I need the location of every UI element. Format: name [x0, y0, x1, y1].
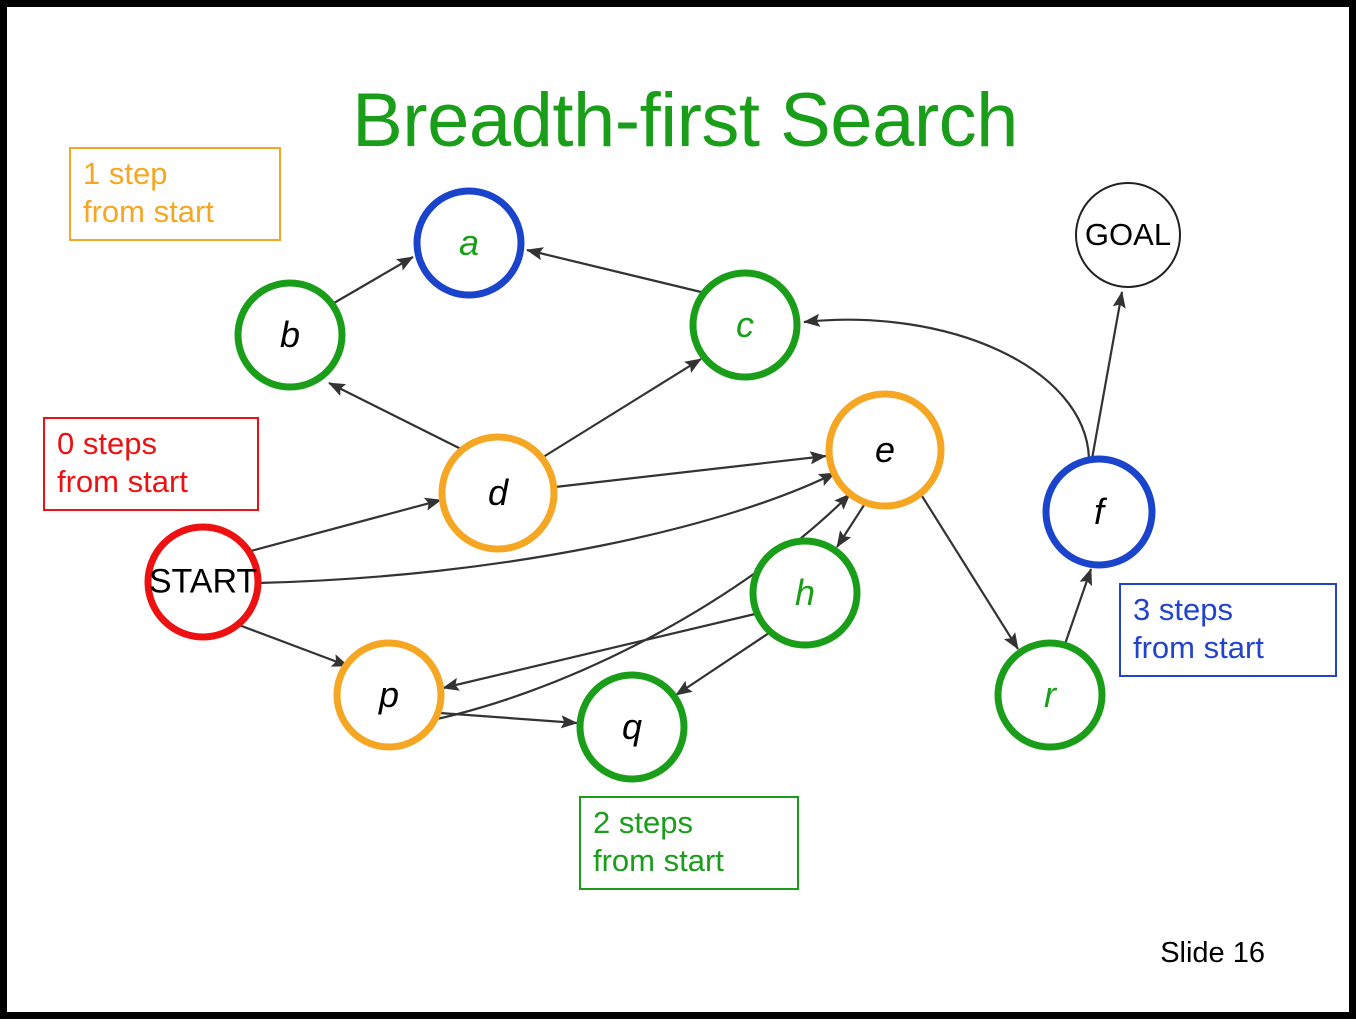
- edge-h-q: [675, 632, 770, 696]
- node-b[interactable]: [234, 279, 346, 391]
- edge-r-f: [1063, 568, 1093, 645]
- edge-f-goal: [1090, 291, 1126, 460]
- edge-f-c: [803, 313, 1091, 459]
- legend-3-steps: 3 steps from start: [1119, 583, 1337, 677]
- nodes-layer: [144, 182, 1181, 783]
- legend-1-step: 1 step from start: [69, 147, 281, 241]
- node-r[interactable]: [994, 639, 1106, 751]
- node-d[interactable]: [438, 433, 558, 553]
- edge-h-p: [442, 612, 756, 691]
- node-c[interactable]: [689, 269, 801, 381]
- node-p[interactable]: [333, 639, 445, 751]
- edge-e-h: [836, 501, 867, 548]
- node-h[interactable]: [749, 537, 861, 649]
- edge-e-r: [921, 495, 1019, 650]
- edge-d-c: [539, 358, 702, 460]
- legend-2-steps: 2 steps from start: [579, 796, 799, 890]
- node-start[interactable]: [144, 523, 262, 641]
- edge-d-b: [328, 382, 464, 451]
- page-title: Breadth-first Search: [352, 78, 1018, 163]
- slide-number: Slide 16: [1160, 937, 1265, 969]
- edge-p-q: [439, 711, 578, 729]
- edge-q-e: [406, 493, 851, 727]
- graph-svg: [144, 182, 1181, 783]
- edges-layer: [238, 247, 1126, 729]
- node-q[interactable]: [576, 671, 688, 783]
- node-a[interactable]: [413, 187, 525, 299]
- edge-start-p: [238, 623, 349, 668]
- node-e[interactable]: [825, 390, 945, 510]
- edge-start-e: [257, 472, 836, 585]
- edge-b-a: [333, 256, 414, 304]
- legend-0-steps: 0 steps from start: [43, 417, 259, 511]
- node-f[interactable]: [1042, 455, 1156, 569]
- edge-d-e: [554, 451, 827, 489]
- edge-c-a: [526, 247, 702, 294]
- edge-start-d: [246, 497, 442, 554]
- node-goal[interactable]: [1075, 182, 1181, 288]
